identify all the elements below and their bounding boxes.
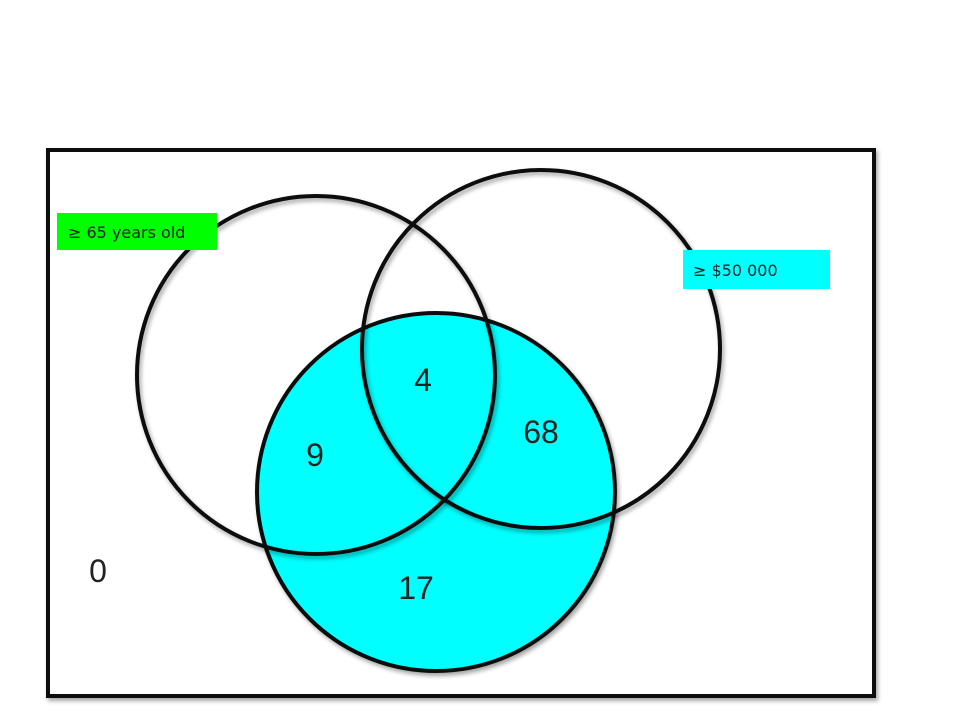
- region-outside-count: 0: [89, 553, 107, 589]
- income-tag-label: ≥ $50 000: [693, 261, 778, 280]
- region-income-shaded-count: 68: [523, 414, 559, 450]
- region-shaded-only-count: 17: [398, 570, 434, 606]
- region-age-shaded-count: 9: [306, 437, 324, 473]
- age-tag-label: ≥ 65 years old: [68, 223, 185, 242]
- region-all-three-count: 4: [414, 362, 432, 398]
- age-tag-box: [57, 213, 217, 250]
- income-set-circle: [360, 168, 722, 530]
- income-tag-box: [683, 250, 830, 289]
- age-set-circle: [135, 194, 497, 556]
